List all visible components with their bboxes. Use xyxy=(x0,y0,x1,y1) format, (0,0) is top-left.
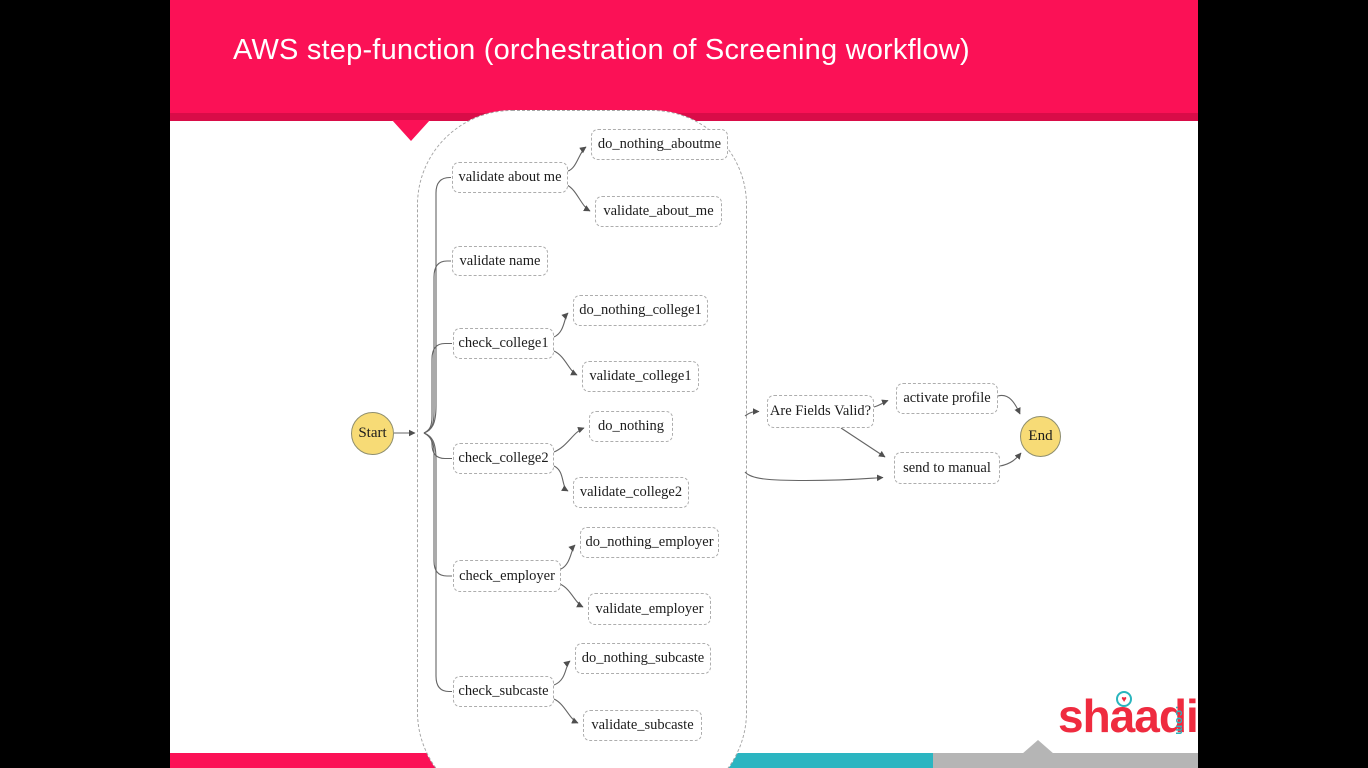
node-activate-profile: activate profile xyxy=(896,383,998,414)
shaadi-logo: shaadi ♥ .com xyxy=(1058,684,1198,748)
node-validate-about-me: validate_about_me xyxy=(595,196,722,227)
header-pointer-triangle xyxy=(392,120,430,141)
edge-afv-to-activate-profile xyxy=(873,399,889,408)
node-check-employer: check_employer xyxy=(453,560,561,592)
edge-container-to-send-to-manual xyxy=(744,471,884,482)
node-do-nothing: do_nothing xyxy=(589,411,673,442)
edge-send-to-manual-to-end xyxy=(999,452,1022,467)
edge-container-to-are-fields-valid xyxy=(744,408,760,417)
node-validate-name: validate name xyxy=(452,246,548,276)
footer-bar-gray xyxy=(933,753,1198,768)
edge-activate-profile-to-end xyxy=(997,394,1021,415)
node-send-to-manual: send to manual xyxy=(894,452,1000,484)
shaadi-heart-icon: ♥ xyxy=(1116,691,1132,707)
node-validate-subcaste: validate_subcaste xyxy=(583,710,702,741)
node-do-nothing-college1: do_nothing_college1 xyxy=(573,295,708,326)
footer-gray-triangle xyxy=(1022,740,1054,754)
node-do-nothing-aboutme: do_nothing_aboutme xyxy=(591,129,728,160)
node-validate-employer: validate_employer xyxy=(588,593,711,625)
slide-title: AWS step-function (orchestration of Scre… xyxy=(233,34,970,66)
heart-glyph: ♥ xyxy=(1121,693,1127,704)
node-check-subcaste: check_subcaste xyxy=(453,676,554,707)
end-node: End xyxy=(1020,416,1061,457)
node-validate-about-me-group: validate about me xyxy=(452,162,568,193)
node-validate-college2: validate_college2 xyxy=(573,477,689,508)
slide: AWS step-function (orchestration of Scre… xyxy=(170,0,1198,768)
edge-afv-to-send-to-manual xyxy=(840,427,886,458)
shaadi-logo-tld: .com xyxy=(1173,706,1185,736)
node-check-college1: check_college1 xyxy=(453,328,554,359)
start-node: Start xyxy=(351,412,394,455)
header-bar xyxy=(170,0,1198,113)
node-are-fields-valid: Are Fields Valid? xyxy=(767,395,874,428)
node-do-nothing-subcaste: do_nothing_subcaste xyxy=(575,643,711,674)
node-check-college2: check_college2 xyxy=(453,443,554,474)
node-validate-college1: validate_college1 xyxy=(582,361,699,392)
node-do-nothing-employer: do_nothing_employer xyxy=(580,527,719,558)
